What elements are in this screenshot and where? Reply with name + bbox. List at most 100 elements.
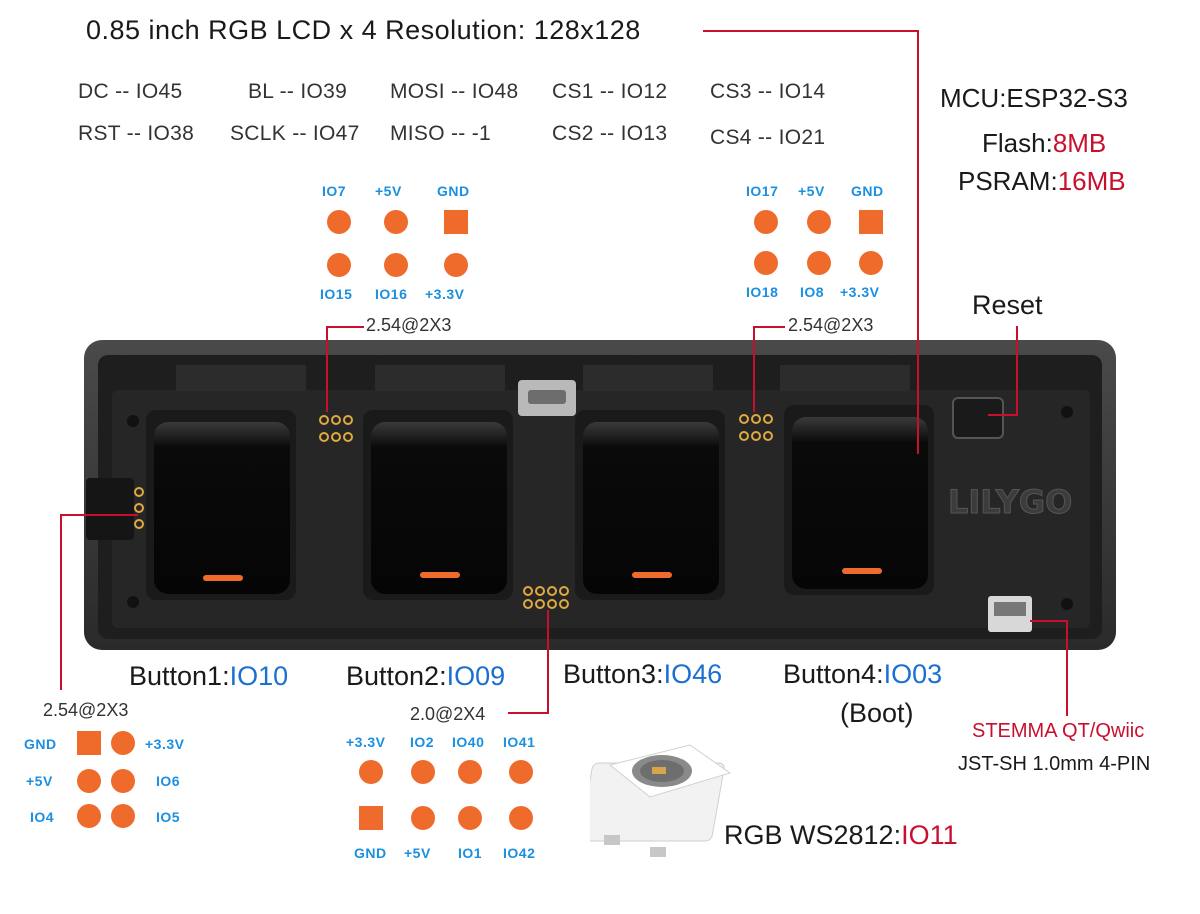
boot-label: (Boot) (840, 698, 914, 728)
pin-sclk: SCLK -- IO47 (230, 122, 360, 145)
pin-dot (111, 769, 135, 793)
mcu-flash: Flash:8MB (982, 128, 1106, 159)
header-left-label: +3.3V (425, 286, 465, 302)
header-right-label: IO8 (800, 284, 825, 300)
pin-dot (509, 760, 533, 784)
leader-line (1016, 326, 1018, 416)
pin-cs2: CS2 -- IO13 (552, 122, 668, 145)
pin-dot (384, 210, 408, 234)
pin-dot (411, 760, 435, 784)
psram-label: PSRAM: (958, 166, 1058, 196)
stemma-label: STEMMA QT/Qwiic (972, 720, 1145, 742)
leader-line (508, 712, 549, 714)
ws2812-led-image (590, 744, 732, 857)
pin-square (77, 731, 101, 755)
leader-line (917, 30, 919, 454)
button-name: Button4: (783, 659, 884, 689)
side-header-label: IO6 (156, 773, 181, 789)
psram-value: 16MB (1057, 166, 1126, 196)
button4-label: Button4:IO03 (783, 659, 942, 690)
side-header-label: +5V (26, 773, 53, 789)
bottom-header-label: IO2 (410, 734, 435, 750)
rgb-label: RGB WS2812:IO11 (724, 820, 958, 851)
bottom-header-label: IO1 (458, 845, 483, 861)
button-io: IO03 (883, 659, 943, 689)
leader-line (60, 514, 138, 516)
pin-rst: RST -- IO38 (78, 122, 195, 145)
header-left-label: IO7 (322, 183, 347, 199)
leader-line (60, 514, 62, 690)
pin-bl: BL -- IO39 (248, 80, 348, 103)
lcd-module-2 (363, 410, 513, 600)
pin-square (444, 210, 468, 234)
flash-label: Flash: (982, 128, 1053, 158)
header-right-label: +3.3V (840, 284, 880, 300)
bottom-header-label: GND (354, 845, 387, 861)
leader-line (326, 326, 328, 412)
leader-line (1030, 620, 1068, 622)
button3-label: Button3:IO46 (563, 659, 722, 690)
side-header-label: GND (24, 736, 57, 752)
pin-cs3: CS3 -- IO14 (710, 80, 826, 103)
bottom-header-pitch: 2.0@2X4 (410, 704, 486, 724)
header-left-pitch: 2.54@2X3 (366, 315, 452, 335)
title: 0.85 inch RGB LCD x 4 Resolution: 128x12… (86, 15, 641, 45)
header-right-label: IO17 (746, 183, 779, 199)
leader-line (753, 326, 755, 412)
pin-dot (807, 251, 831, 275)
header-right-label: IO18 (746, 284, 779, 300)
pin-dot (458, 806, 482, 830)
header-right-pitch: 2.54@2X3 (788, 315, 874, 335)
lcd-module-1 (146, 410, 296, 600)
bottom-header-label: IO41 (503, 734, 536, 750)
pin-dot (754, 251, 778, 275)
button-io: IO09 (446, 661, 506, 691)
pin-dot (807, 210, 831, 234)
header-left-label: IO15 (320, 286, 353, 302)
side-header-label: +3.3V (145, 736, 185, 752)
button-name: Button2: (346, 661, 447, 691)
rgb-name: RGB WS2812: (724, 820, 902, 850)
pin-dot (444, 253, 468, 277)
leader-line (703, 30, 919, 32)
lilygo-logo: LILYGO (948, 483, 1072, 521)
reset-button (952, 397, 1004, 439)
pin-mosi: MOSI -- IO48 (390, 80, 519, 103)
bottom-header-label: +5V (404, 845, 431, 861)
button-io: IO46 (663, 659, 723, 689)
leader-line (547, 610, 549, 714)
pin-dc: DC -- IO45 (78, 80, 183, 103)
pin-dot (509, 806, 533, 830)
rgb-io: IO11 (901, 820, 958, 850)
header-left-label: IO16 (375, 286, 408, 302)
button-name: Button3: (563, 659, 664, 689)
lcd-module-3 (575, 410, 725, 600)
pin-dot (327, 253, 351, 277)
pin-dot (754, 210, 778, 234)
pin-square (859, 210, 883, 234)
side-header-label: IO5 (156, 809, 181, 825)
pin-miso: MISO -- -1 (390, 122, 491, 145)
button2-label: Button2:IO09 (346, 661, 505, 692)
mcu-name: MCU:ESP32-S3 (940, 83, 1128, 113)
leader-line (1066, 620, 1068, 716)
pin-dot (458, 760, 482, 784)
header-right-label: GND (851, 183, 884, 199)
pin-dot (384, 253, 408, 277)
pin-square (359, 806, 383, 830)
pin-dot (111, 731, 135, 755)
leader-line (753, 326, 785, 328)
button-name: Button1: (129, 661, 230, 691)
pin-dot (859, 251, 883, 275)
bottom-header-label: +3.3V (346, 734, 386, 750)
pin-dot (111, 804, 135, 828)
pin-dot (359, 760, 383, 784)
leader-line (326, 326, 364, 328)
header-left-label: GND (437, 183, 470, 199)
flash-value: 8MB (1052, 128, 1107, 158)
mcu-psram: PSRAM:16MB (958, 166, 1126, 197)
pin-cs1: CS1 -- IO12 (552, 80, 668, 103)
leader-line (988, 414, 1018, 416)
side-header-label: IO4 (30, 809, 55, 825)
header-right-label: +5V (798, 183, 825, 199)
